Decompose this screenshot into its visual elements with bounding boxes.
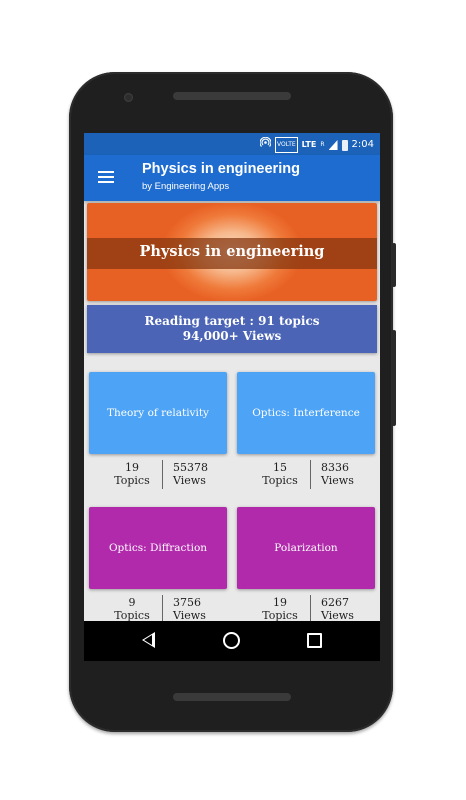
reading-target-text: Reading target : 91 topics (144, 314, 320, 328)
topic-card-title: Optics: Diffraction (108, 542, 208, 554)
topic-card-theory-of-relativity[interactable]: Theory of relativity (89, 372, 227, 454)
hamburger-menu-icon[interactable] (98, 171, 114, 183)
views-count: 8336 (321, 461, 349, 474)
topic-card-title: Optics: Interference (252, 407, 360, 419)
views-label: Views (173, 609, 206, 621)
signal-icon (328, 140, 338, 150)
recents-icon[interactable] (307, 633, 322, 648)
network-type: LTE (301, 140, 317, 149)
hotspot-icon (259, 136, 272, 153)
views-label: Views (321, 474, 354, 487)
stats-divider (162, 460, 163, 489)
topics-count: 9 (128, 596, 136, 609)
views-count: 55378 (173, 461, 208, 474)
power-button (392, 243, 396, 287)
topics-count: 19 (125, 461, 139, 474)
topics-label: Topics (262, 474, 298, 487)
top-speaker (173, 92, 291, 100)
hero-banner[interactable]: Physics in engineering (87, 203, 377, 301)
roaming-indicator: R (320, 141, 325, 148)
views-label: Views (173, 474, 206, 487)
home-icon[interactable] (223, 632, 240, 649)
bottom-speaker (173, 693, 291, 701)
topic-card-optics-diffraction[interactable]: Optics: Diffraction (89, 507, 227, 589)
stats-divider (310, 595, 311, 621)
topics-label: Topics (114, 474, 150, 487)
views-count: 6267 (321, 596, 349, 609)
stats-divider (310, 460, 311, 489)
topics-count: 19 (273, 596, 287, 609)
back-icon[interactable] (142, 632, 155, 648)
topic-card-optics-interference[interactable]: Optics: Interference (237, 372, 375, 454)
hero-band (87, 238, 377, 269)
screen: VOLTE LTE R 2:04 Physics in engineering … (84, 133, 380, 661)
topic-card-title: Theory of relativity (106, 407, 209, 419)
stats-divider (162, 595, 163, 621)
navigation-bar (84, 621, 380, 661)
status-bar: VOLTE LTE R 2:04 (84, 133, 380, 155)
app-title: Physics in engineering (142, 161, 300, 177)
topic-card-polarization[interactable]: Polarization (237, 507, 375, 589)
battery-icon (341, 139, 348, 151)
main-content[interactable]: Physics in engineering Reading target : … (84, 201, 380, 621)
clock: 2:04 (351, 139, 374, 150)
views-total-text: 94,000+ Views (182, 329, 282, 343)
app-subtitle: by Engineering Apps (142, 181, 230, 192)
reading-target-panel: Reading target : 91 topics 94,000+ Views (87, 305, 377, 353)
topics-label: Topics (262, 609, 298, 621)
topics-count: 15 (273, 461, 287, 474)
front-camera (124, 93, 133, 102)
volte-badge: VOLTE (274, 137, 298, 153)
app-bar: Physics in engineering by Engineering Ap… (84, 155, 380, 201)
topics-label: Topics (114, 609, 150, 621)
hero-title: Physics in engineering (139, 243, 325, 260)
views-count: 3756 (173, 596, 201, 609)
views-label: Views (321, 609, 354, 621)
topic-card-title: Polarization (274, 542, 338, 554)
volume-button (392, 330, 396, 426)
